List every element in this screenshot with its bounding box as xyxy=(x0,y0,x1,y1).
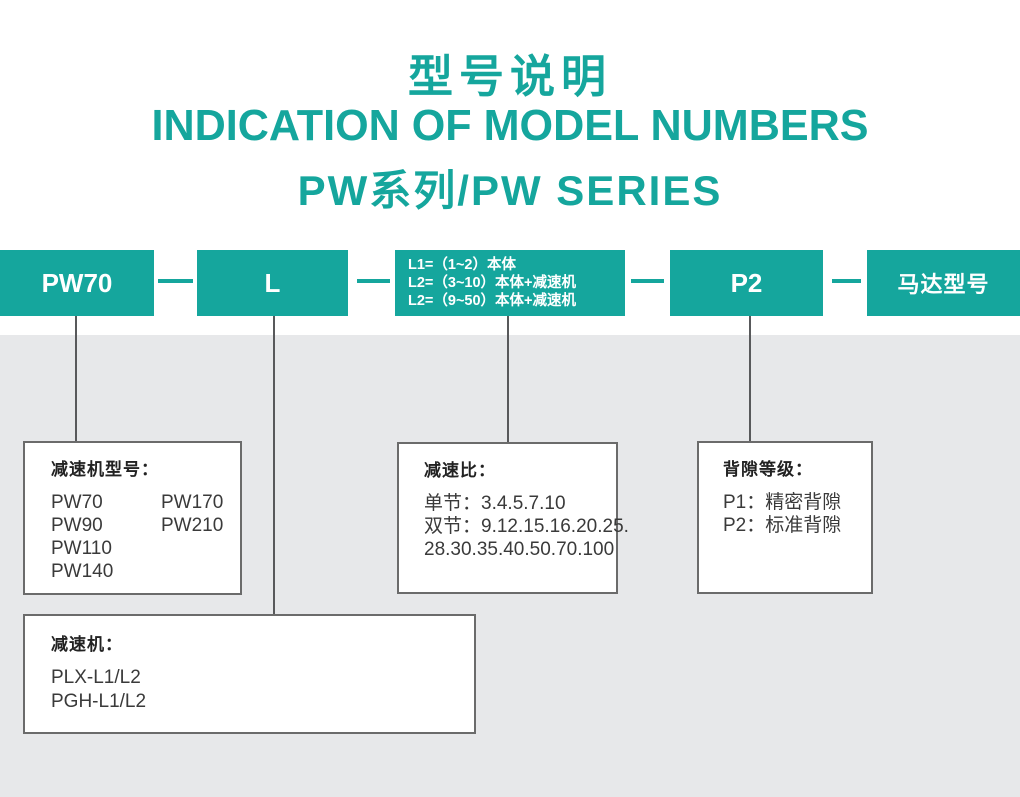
detail-box-model-numbers: 减速机型号： PW70 PW90 PW110 PW140 PW170 PW210 xyxy=(23,441,242,595)
backlash-grade-line: P2：标准背隙 xyxy=(723,515,842,536)
model-number-item: PW210 xyxy=(161,515,224,536)
detail-box-title: 减速机： xyxy=(51,635,123,654)
model-number-item: PW170 xyxy=(161,492,224,513)
detail-box-title: 背隙等级： xyxy=(723,460,813,479)
model-code-box-ratio-note: L1=（1~2）本体 L2=（3~10）本体+减速机 L2=（9~50）本体+减… xyxy=(395,250,625,316)
model-numbers-columns: PW70 PW90 PW110 PW140 PW170 PW210 xyxy=(51,491,240,583)
ratio-note-line: L2=（3~10）本体+减速机 xyxy=(408,275,577,291)
detail-box-title: 减速机型号： xyxy=(51,460,159,479)
backlash-grade-line: P1：精密背隙 xyxy=(723,492,842,513)
ratio-note-line: L1=（1~2）本体 xyxy=(408,257,516,273)
ratio-line: 双节：9.12.15.16.20.25. xyxy=(424,516,629,537)
reducer-line: PLX-L1/L2 xyxy=(51,667,141,688)
detail-box-title: 减速比： xyxy=(424,461,496,480)
page-title-english: INDICATION OF MODEL NUMBERS xyxy=(151,101,869,150)
model-numbers-column-1: PW70 PW90 PW110 PW140 xyxy=(51,491,161,583)
model-number-item: PW70 xyxy=(51,492,103,513)
model-number-item: PW140 xyxy=(51,561,114,582)
connector-line-stage xyxy=(273,316,275,614)
model-number-item: PW110 xyxy=(51,538,112,559)
reducer-line: PGH-L1/L2 xyxy=(51,691,147,712)
page-title-chinese: 型号说明 xyxy=(407,51,612,102)
ratio-line: 28.30.35.40.50.70.100 xyxy=(424,539,615,560)
ratio-note-line: L2=（9~50）本体+减速机 xyxy=(408,293,577,309)
code-separator-dash xyxy=(832,279,861,283)
detail-box-reducers: 减速机： PLX-L1/L2 PGH-L1/L2 xyxy=(23,614,476,734)
detail-box-ratios: 减速比： 单节：3.4.5.7.10 双节：9.12.15.16.20.25. … xyxy=(397,442,629,594)
model-code-box-motor: 马达型号 xyxy=(867,250,1020,316)
model-numbers-column-2: PW170 PW210 xyxy=(161,491,223,583)
model-code-box-stage: L xyxy=(197,250,348,316)
model-code-box-series: PW70 xyxy=(0,250,154,316)
model-number-item: PW90 xyxy=(51,515,103,536)
connector-line-ratio xyxy=(507,316,509,442)
ratio-line: 单节：3.4.5.7.10 xyxy=(424,493,566,514)
connector-line-series xyxy=(75,316,77,441)
connector-line-backlash xyxy=(749,316,751,441)
code-separator-dash xyxy=(631,279,664,283)
code-separator-dash xyxy=(158,279,193,283)
code-separator-dash xyxy=(357,279,390,283)
model-code-box-backlash: P2 xyxy=(670,250,823,316)
detail-box-backlash-grades: 背隙等级： P1：精密背隙 P2：标准背隙 xyxy=(697,441,873,594)
page-title-series: PW系列/PW SERIES xyxy=(297,167,723,214)
